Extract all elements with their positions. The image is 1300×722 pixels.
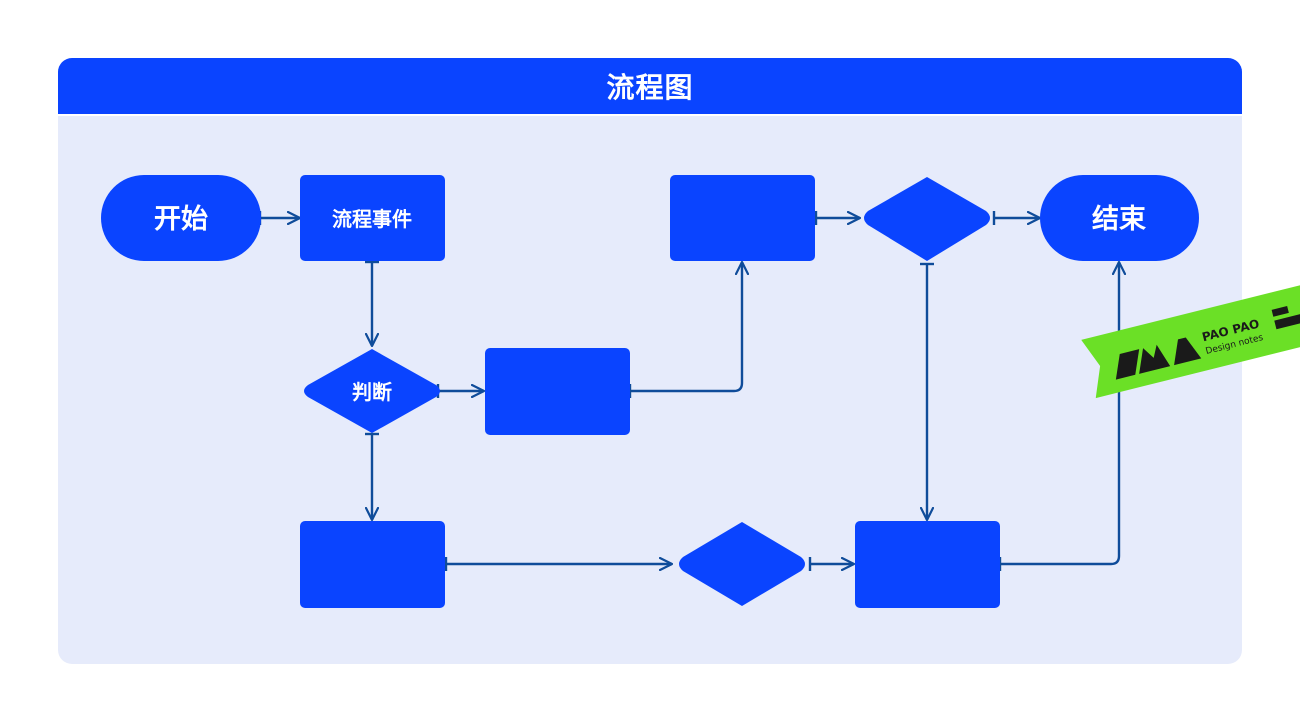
ribbon-graphic: PAO PAO Design notes: [1081, 279, 1300, 399]
page-title: 流程图: [606, 71, 694, 104]
decision-node: [304, 349, 440, 433]
title-bar: 流程图: [58, 58, 1242, 114]
process-label: 流程事件: [332, 207, 412, 231]
title-divider: [58, 114, 1242, 116]
connector-box-to-upper-box: [630, 262, 742, 391]
start-node: [101, 175, 261, 261]
badge-bars-icon: [1271, 306, 1300, 330]
end-node: [1040, 175, 1199, 261]
process-box-top: [670, 175, 815, 261]
decision-label: 判断: [352, 380, 392, 404]
decision-diamond-top: [864, 177, 990, 261]
paopao-logo-icon: [1115, 337, 1202, 380]
process-node: [300, 175, 445, 261]
connector-lower-right-to-end: [1000, 262, 1119, 564]
process-box-bottom-left: [300, 521, 445, 608]
start-label: 开始: [154, 203, 208, 235]
brand-ribbon: PAO PAO Design notes: [1080, 272, 1300, 403]
process-box-bottom-right: [855, 521, 1000, 608]
end-label: 结束: [1092, 204, 1146, 235]
decision-diamond-bottom: [679, 522, 805, 606]
process-box-middle: [485, 348, 630, 435]
